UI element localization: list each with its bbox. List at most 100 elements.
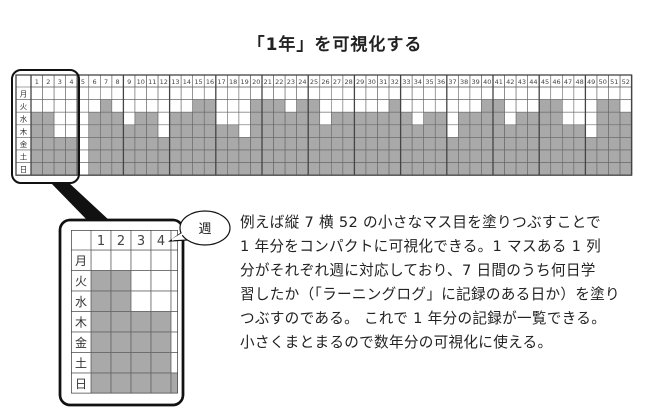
callout-pointer xyxy=(50,182,110,221)
grid-cell xyxy=(284,111,297,126)
grid-cell xyxy=(192,111,205,126)
week-number-label: 9 xyxy=(127,78,131,86)
grid-cell xyxy=(111,162,124,176)
week-number-label: 19 xyxy=(241,78,249,86)
grid-cell xyxy=(342,111,355,126)
grid-cell xyxy=(608,162,621,176)
paragraph-line: 1 年分をコンパクトに可視化できる。1 マスある 1 列 xyxy=(240,238,601,255)
grid-cell xyxy=(90,331,112,353)
grid-cell xyxy=(423,149,436,163)
grid-cell xyxy=(388,124,401,138)
week-number-label: 2 xyxy=(46,78,50,86)
grid-cell xyxy=(365,111,378,126)
grid-cell xyxy=(515,86,528,100)
week-number-label: 14 xyxy=(183,78,191,86)
week-number-label: 37 xyxy=(448,78,456,86)
grid-cell xyxy=(354,162,367,176)
grid-cell xyxy=(273,99,286,113)
grid-cell xyxy=(411,99,424,113)
grid-cell xyxy=(469,162,482,176)
grid-cell xyxy=(65,149,78,163)
grid-cell xyxy=(550,162,563,176)
grid-cell xyxy=(134,99,147,113)
grid-cell xyxy=(330,99,344,113)
grid-cell xyxy=(469,86,482,100)
grid-cell xyxy=(134,137,147,151)
grid-cell xyxy=(123,86,136,100)
grid-cell xyxy=(134,149,147,163)
grid-cell xyxy=(238,149,251,163)
grid-cell xyxy=(150,352,172,374)
grid-cell xyxy=(123,137,136,151)
day-label: 土 xyxy=(75,357,87,371)
grid-cell xyxy=(504,137,517,151)
grid-cell xyxy=(215,137,228,151)
grid-cell xyxy=(169,137,182,151)
grid-cell xyxy=(400,124,413,138)
grid-cell xyxy=(111,111,124,126)
grid-cell xyxy=(296,162,309,176)
grid-cell xyxy=(458,124,471,138)
inset-frame-outline xyxy=(58,218,185,407)
grid-cell xyxy=(250,124,263,138)
week-number-label: 51 xyxy=(610,78,618,86)
grid-cell xyxy=(585,86,598,100)
grid-cell xyxy=(284,124,297,138)
grid-cell xyxy=(573,137,586,151)
grid-cell xyxy=(400,162,413,176)
grid-cell xyxy=(65,111,78,126)
week-number-label: 1 xyxy=(97,234,105,249)
grid-cell xyxy=(100,124,113,138)
grid-cell xyxy=(110,352,132,374)
grid-cell xyxy=(434,86,448,100)
grid-cell xyxy=(261,111,274,126)
grid-cell xyxy=(157,111,170,126)
grid-cell xyxy=(527,124,540,138)
grid-cell xyxy=(227,162,240,176)
grid-cell xyxy=(481,162,494,176)
speech-bubble xyxy=(179,210,231,246)
grid-cell xyxy=(110,311,132,333)
week-number-label: 7 xyxy=(104,78,108,86)
grid-cell xyxy=(400,149,413,163)
grid-cell xyxy=(88,149,101,163)
grid-cell xyxy=(538,111,552,126)
grid-cell xyxy=(411,111,424,126)
grid-cell xyxy=(123,124,136,138)
grid-cell xyxy=(527,137,540,151)
day-label: 日 xyxy=(75,377,87,391)
week-number-label: 13 xyxy=(171,78,179,86)
grid-cell xyxy=(307,99,321,113)
grid-cell xyxy=(434,99,448,113)
grid-cell xyxy=(400,86,413,100)
grid-cell xyxy=(146,111,159,126)
grid-cell xyxy=(538,149,552,163)
grid-cell xyxy=(203,137,217,151)
grid-cell xyxy=(110,372,132,394)
grid-cell xyxy=(146,99,159,113)
grid-cell xyxy=(434,162,448,176)
grid-cell xyxy=(150,249,172,271)
week-number-label: 28 xyxy=(344,78,352,86)
day-label: 日 xyxy=(20,165,28,174)
grid-cell xyxy=(130,311,152,333)
grid-cell xyxy=(90,270,112,292)
grid-cell xyxy=(110,270,132,292)
grid-cell xyxy=(88,111,101,126)
week-number-label: 26 xyxy=(321,78,329,86)
grid-cell xyxy=(619,162,632,176)
page-title: 「1年」を可視化する xyxy=(247,35,423,55)
grid-cell xyxy=(319,99,332,113)
grid-cell xyxy=(411,149,424,163)
week-number-label: 43 xyxy=(518,78,526,86)
paragraph-line: 分がそれぞれ週に対応しており、7 日間のうち何日学 xyxy=(240,262,596,279)
grid-cell xyxy=(146,124,159,138)
grid-cell xyxy=(608,137,621,151)
grid-cell xyxy=(284,149,297,163)
grid-cell xyxy=(307,162,321,176)
week-number-label: 21 xyxy=(264,78,272,86)
grid-cell xyxy=(42,149,55,163)
paragraph-line: 習したか（「ラーニングログ」に記録のある日か）を塗り xyxy=(240,286,620,303)
grid-cell xyxy=(146,137,159,151)
grid-cell xyxy=(481,99,494,113)
